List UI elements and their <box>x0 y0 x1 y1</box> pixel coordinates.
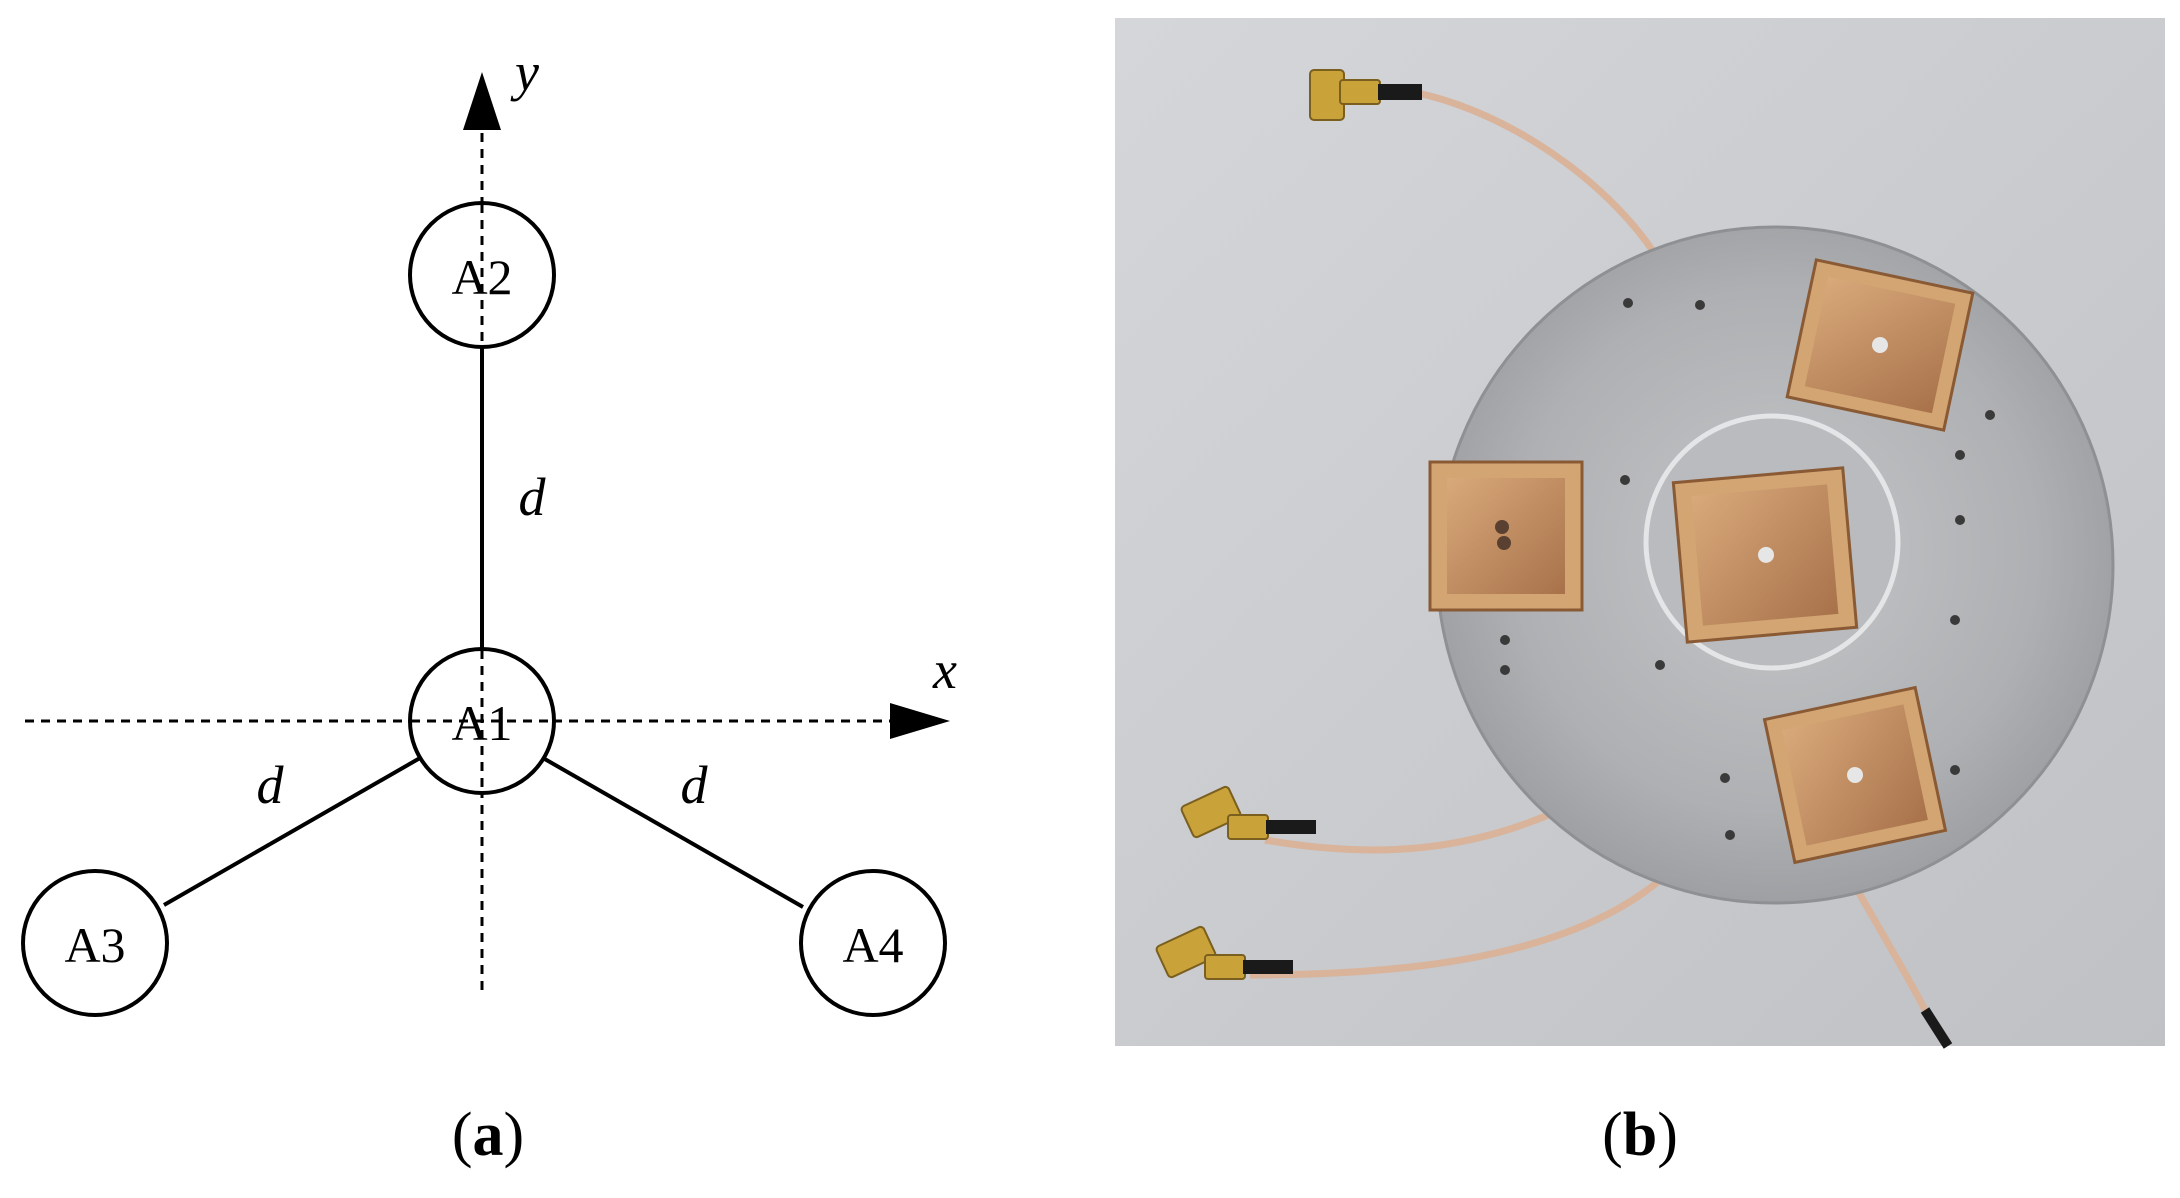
node-label-a2: A2 <box>451 249 512 305</box>
node-label-a4: A4 <box>842 917 903 973</box>
sma-connector-top-left <box>1309 69 1422 121</box>
panel-a-caption: (a) <box>452 1101 524 1169</box>
edge-label-a1-a2: d <box>519 467 547 527</box>
node-a1: A1 <box>408 647 556 795</box>
panel-b-photo: (b) <box>1115 18 2165 1169</box>
node-label-a1: A1 <box>451 695 512 751</box>
panel-a-caption-letter: a <box>473 1101 504 1169</box>
cable-bottom-left-2 <box>1249 847 1693 979</box>
panel-a-schematic: x y d d d A2 A1 A3 A4 (a) <box>21 42 957 1169</box>
patch-antenna-center <box>1671 466 1859 644</box>
edge-a1-a4 <box>542 756 804 909</box>
patch-antenna-bottom-right <box>1762 685 1948 865</box>
edge-a1-a3 <box>163 756 421 907</box>
edge-label-a1-a3: d <box>257 755 285 815</box>
sma-connector-bottom-left-2 <box>1155 925 1293 980</box>
mounting-holes <box>1500 298 1995 840</box>
node-a4: A4 <box>799 869 947 1017</box>
panel-b-caption-letter: b <box>1623 1101 1657 1169</box>
node-a3: A3 <box>21 869 169 1017</box>
patch-antenna-left <box>1428 460 1584 612</box>
cable-bottom-left-1 <box>1264 806 1562 854</box>
sma-connector-bottom-left-1 <box>1180 785 1316 840</box>
x-axis-arrow-icon <box>890 703 950 739</box>
node-a2: A2 <box>408 201 556 349</box>
patch-antenna-top-right <box>1785 258 1975 432</box>
y-axis-label: y <box>510 42 539 102</box>
y-axis-arrow-icon <box>463 72 501 130</box>
x-axis-label: x <box>932 640 957 700</box>
panel-b-caption: (b) <box>1602 1101 1678 1169</box>
cable-bottom-right-black <box>1920 1007 1953 1049</box>
node-label-a3: A3 <box>64 917 125 973</box>
edge-label-a1-a4: d <box>681 755 709 815</box>
